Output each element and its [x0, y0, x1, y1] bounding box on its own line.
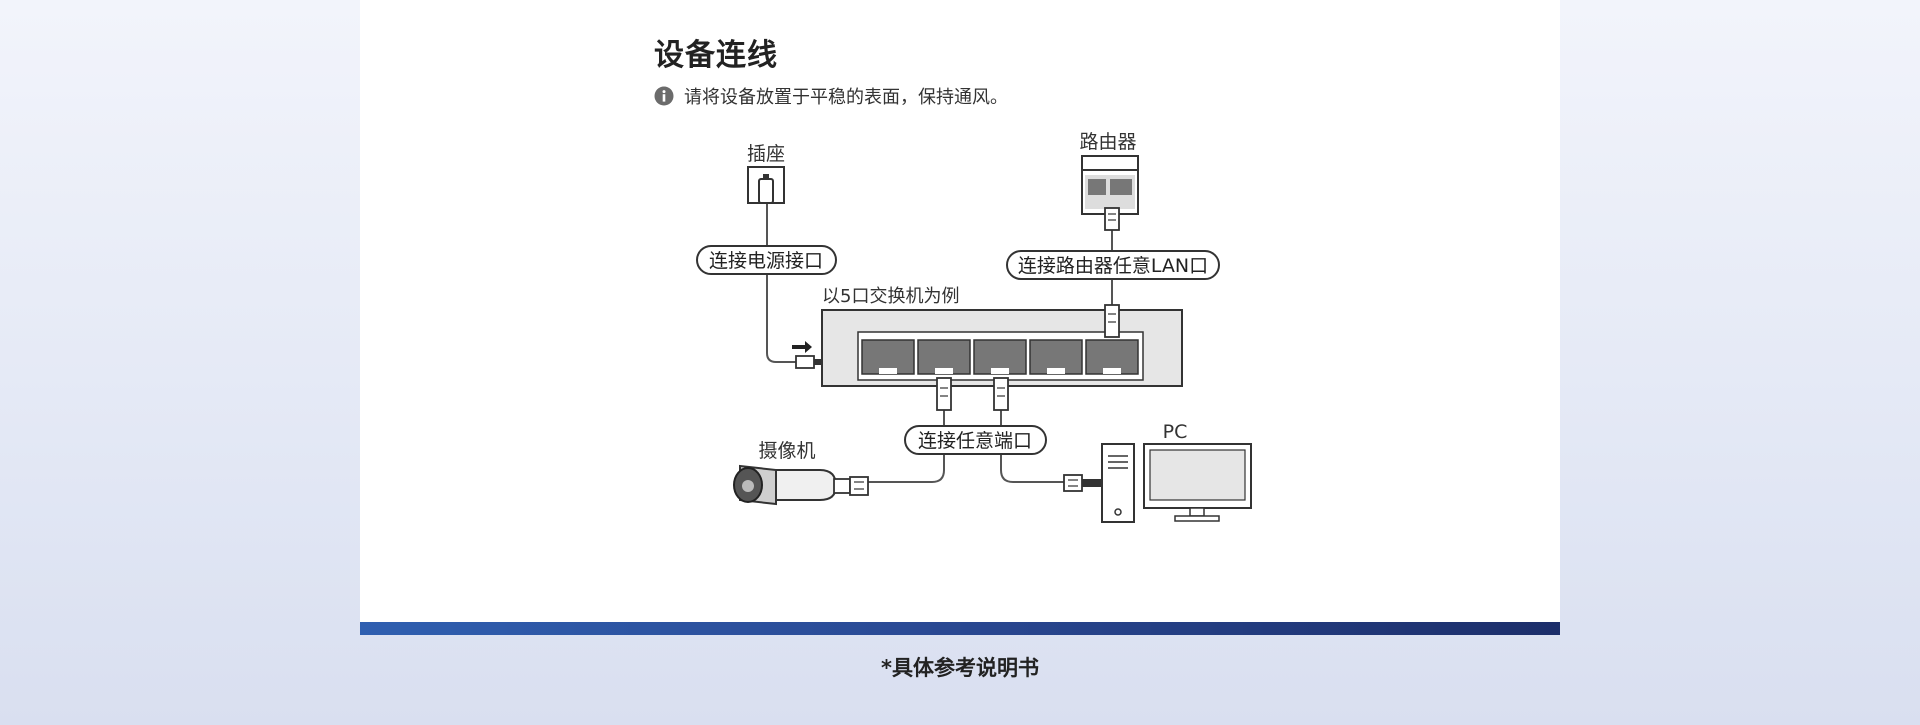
- switch-ports: [861, 339, 1139, 375]
- callout-router-lan-text: 连接路由器任意LAN口: [1018, 255, 1208, 277]
- power-cable: [766, 203, 796, 363]
- power-plug-icon: [795, 355, 822, 369]
- info-icon: [654, 86, 674, 106]
- router-plug-icon: [1104, 207, 1120, 231]
- power-outlet-icon: [747, 166, 785, 204]
- pc-label: PC: [1163, 421, 1188, 443]
- tip-text: 请将设备放置于平稳的表面，保持通风。: [684, 87, 1008, 108]
- switch-port-icon: [917, 339, 971, 375]
- switch-port-icon: [861, 339, 915, 375]
- camera-icon: [733, 464, 869, 506]
- insert-arrow-icon: [792, 341, 812, 353]
- monitor-icon: [1143, 443, 1252, 522]
- footnote: *具体参考说明书: [881, 656, 1039, 680]
- switch-plug-pc-icon: [993, 377, 1009, 411]
- callout-power: 连接电源接口: [696, 245, 837, 275]
- switch-port-icon: [1029, 339, 1083, 375]
- section-title: 设备连线: [654, 38, 778, 73]
- switch-example-label: 以5口交换机为例: [822, 286, 959, 307]
- switch-port-icon: [973, 339, 1027, 375]
- callout-any-port-text: 连接任意端口: [918, 430, 1032, 452]
- callout-any-port: 连接任意端口: [904, 425, 1047, 455]
- router-icon: [1081, 155, 1139, 215]
- switch-plug-router-icon: [1104, 304, 1120, 338]
- connection-diagram: 插座 路由器 连接电源接口 连接路由器任意LAN口 连接任意端口 以5口交换机为…: [696, 131, 1252, 523]
- outlet-label: 插座: [747, 143, 785, 165]
- callout-router-lan: 连接路由器任意LAN口: [1006, 250, 1220, 280]
- router-label: 路由器: [1079, 131, 1136, 153]
- callout-power-text: 连接电源接口: [709, 250, 823, 272]
- pc-cable: [1000, 410, 1072, 483]
- camera-label: 摄像机: [758, 440, 815, 462]
- switch-port-icon: [1085, 339, 1139, 375]
- switch-plug-camera-icon: [936, 377, 952, 411]
- pc-tower-icon: [1101, 443, 1135, 523]
- accent-bar: [360, 622, 1560, 635]
- camera-cable: [868, 410, 945, 483]
- tip-line: 请将设备放置于平稳的表面，保持通风。: [654, 84, 1008, 108]
- pc-plug-icon: [1063, 474, 1102, 492]
